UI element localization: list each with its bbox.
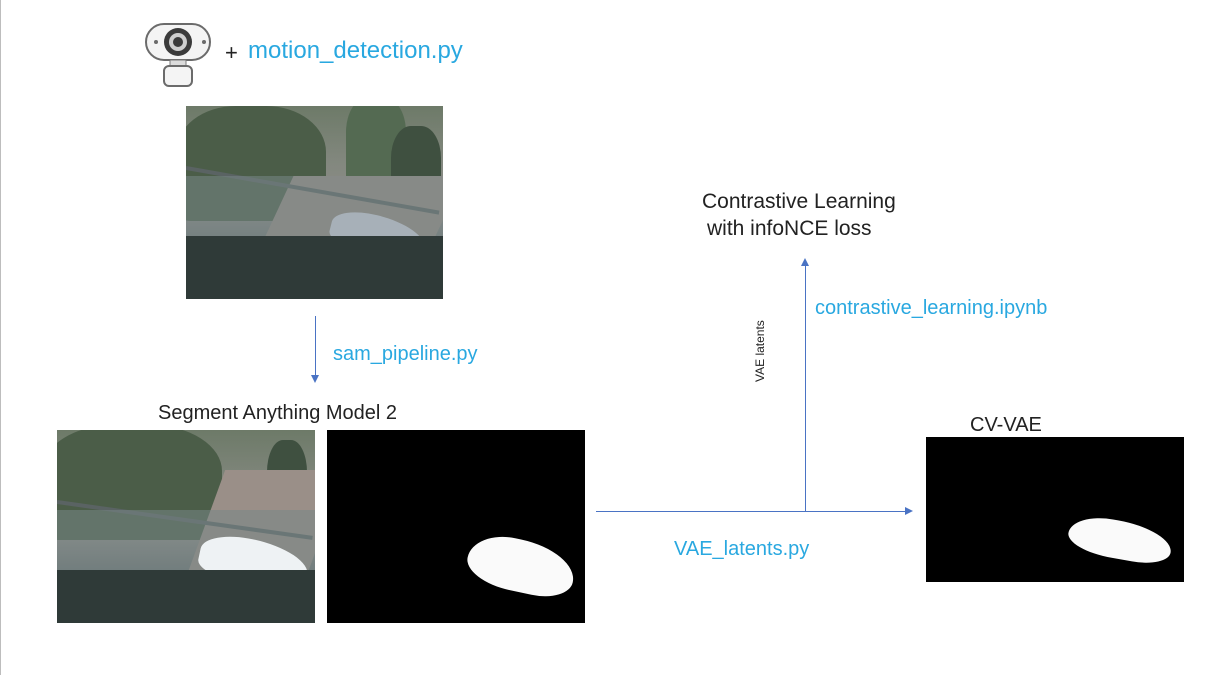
arrow-camera-to-sam	[315, 316, 316, 376]
contrastive-title-line1: Contrastive Learning	[702, 190, 896, 213]
sam2-title: Segment Anything Model 2	[158, 402, 398, 424]
reconstructed-car-mask	[1065, 512, 1175, 568]
arrow-latents-to-contrastive	[805, 266, 806, 511]
plus-sign: +	[225, 40, 238, 65]
segmentation-mask-image	[327, 430, 585, 623]
vae-latents-label: VAE latents	[753, 320, 767, 382]
left-border	[0, 0, 1, 675]
sam-pipeline-script-label: sam_pipeline.py	[333, 343, 478, 365]
arrowhead-up	[801, 258, 809, 266]
segmented-frame-image	[57, 430, 315, 623]
arrowhead-down	[311, 375, 319, 383]
cvvae-title: CV-VAE	[970, 414, 1042, 436]
motion-detection-script-label: motion_detection.py	[248, 37, 463, 64]
cvvae-reconstruction-image	[926, 437, 1184, 582]
vae-latents-script-label: VAE_latents.py	[674, 538, 810, 560]
arrow-sam-to-cvvae	[596, 511, 906, 512]
contrastive-title-line2: with infoNCE loss	[707, 217, 872, 240]
webcam-icon	[145, 23, 211, 87]
arrowhead-right	[905, 507, 913, 515]
camera-frame-image	[186, 106, 443, 299]
car-mask	[462, 529, 580, 603]
contrastive-learning-script-label: contrastive_learning.ipynb	[815, 297, 1048, 319]
